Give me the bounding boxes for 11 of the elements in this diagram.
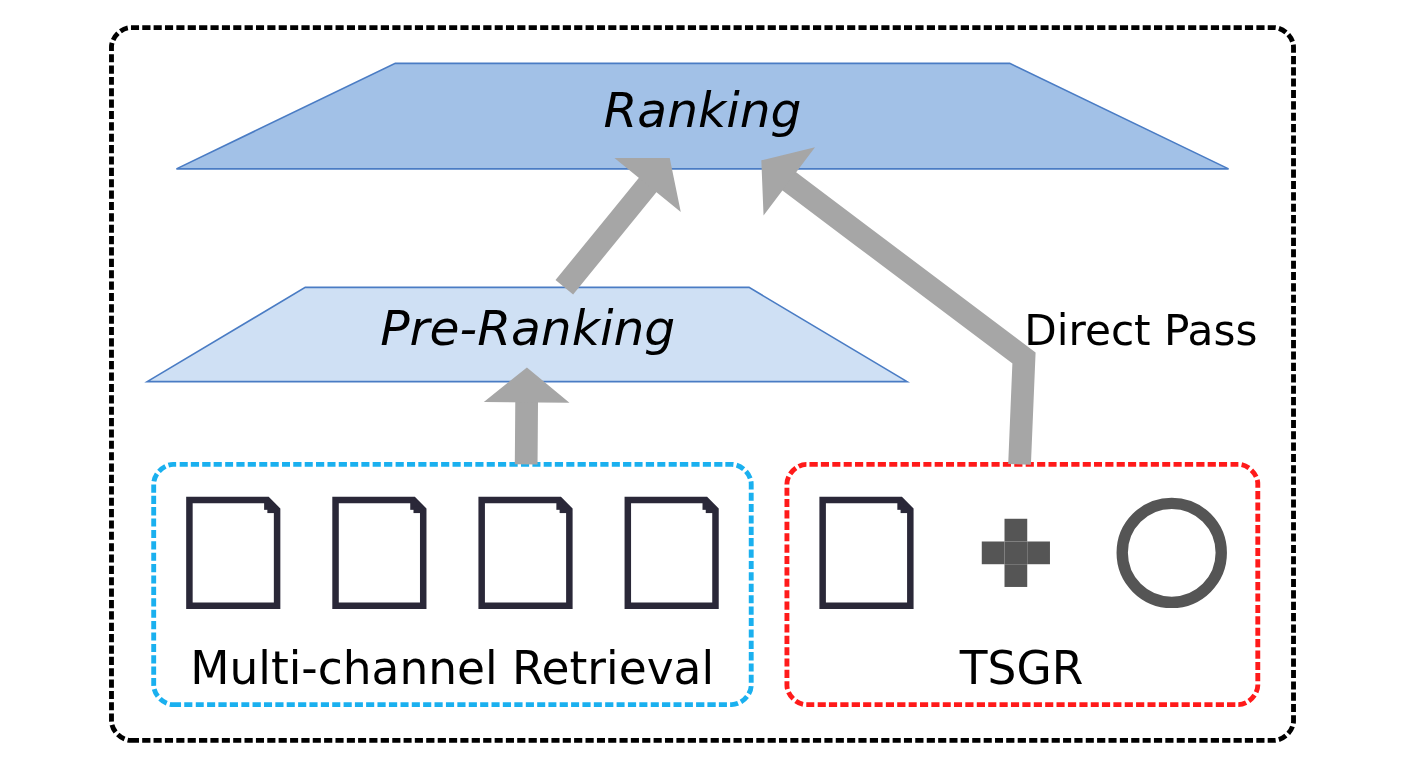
arrow xyxy=(555,157,681,295)
cluster xyxy=(108,25,1296,743)
edge-label: Direct Pass xyxy=(1023,305,1257,355)
cluster: Multi-channel Retrieval xyxy=(150,461,754,708)
node-picture xyxy=(818,496,914,609)
arrow xyxy=(760,147,1035,465)
node-picture xyxy=(477,496,573,609)
node-circle xyxy=(1116,497,1227,609)
arrow xyxy=(483,367,569,465)
node-picture xyxy=(624,496,719,609)
cluster: TSGR xyxy=(784,461,1260,708)
